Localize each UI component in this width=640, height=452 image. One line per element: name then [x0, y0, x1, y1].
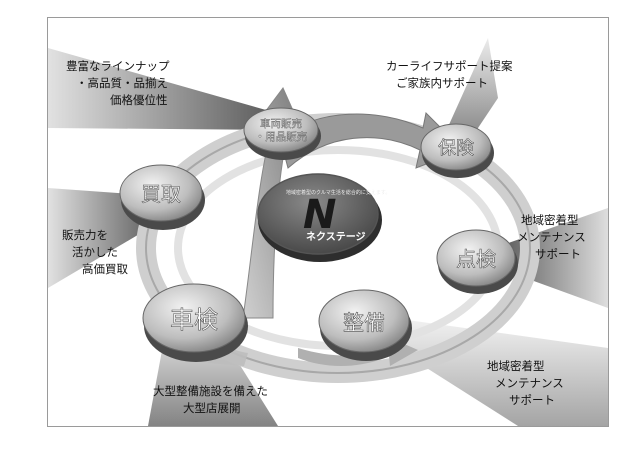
caption-seibi-line-2: メンテナンス [495, 376, 564, 390]
caption-kaitori-line-2: 活かした [72, 245, 118, 259]
logo-brand: ネクステージ [306, 231, 366, 243]
caption-shaken: 大型整備施設を備えた 大型店展開 [153, 383, 268, 417]
node-seibi: 整備 [318, 289, 412, 361]
node-tenken: 点検 [436, 229, 518, 294]
caption-tenken: 地域密着型 メンテナンス サポート [517, 212, 586, 263]
node-shaken-label: 車検 [170, 306, 218, 334]
caption-shaken-line-1: 大型整備施設を備えた [153, 384, 268, 398]
node-tenken-label: 点検 [456, 247, 496, 271]
node-shaken: 車検 [142, 283, 248, 362]
caption-tenken-line-1: 地域密着型 [521, 213, 579, 227]
caption-seibi-line-3: サポート [509, 393, 555, 407]
node-hoken-label: 保険 [438, 138, 474, 159]
caption-kaitori-line-1: 販売力を [62, 228, 108, 242]
caption-lineup-line-2: ・高品質・品揃え [76, 76, 168, 90]
caption-kaitori-line-3: 高価買取 [82, 262, 128, 276]
caption-lineup-line-1: 豊富なラインナップ [66, 59, 170, 73]
caption-seibi: 地域密着型 メンテナンス サポート [487, 358, 564, 409]
caption-tenken-line-2: メンテナンス [517, 230, 586, 244]
caption-carlife-line-2: ご家族内サポート [396, 76, 488, 90]
node-sales: 車両販売 ・用品販売 [243, 107, 321, 160]
node-kaitori: 買取 [119, 164, 205, 230]
logo-letter: N [303, 192, 336, 238]
logo-tagline: 地域密着型のクルマ生活を総合的に支えます。 [286, 189, 390, 196]
node-kaitori-label: 買取 [141, 182, 181, 206]
center-logo: N 地域密着型のクルマ生活を総合的に支えます。 ネクステージ [257, 173, 390, 262]
caption-seibi-line-1: 地域密着型 [487, 359, 545, 373]
business-cycle-diagram: N 地域密着型のクルマ生活を総合的に支えます。 ネクステージ 買取 車両販売 ・… [48, 38, 608, 426]
caption-lineup: 豊富なラインナップ ・高品質・品揃え 価格優位性 [66, 58, 170, 109]
caption-lineup-line-3: 価格優位性 [110, 93, 168, 107]
node-hoken: 保険 [420, 123, 494, 178]
node-sales-label-2: ・用品販売 [255, 130, 308, 143]
diagram-frame: N 地域密着型のクルマ生活を総合的に支えます。 ネクステージ 買取 車両販売 ・… [47, 17, 609, 427]
caption-shaken-line-2: 大型店展開 [183, 401, 241, 415]
caption-tenken-line-3: サポート [535, 247, 581, 261]
caption-kaitori: 販売力を 活かした 高価買取 [62, 227, 128, 278]
node-sales-label-1: 車両販売 [260, 117, 302, 130]
caption-carlife: カーライフサポート提案 ご家族内サポート [386, 58, 513, 92]
node-seibi-label: 整備 [343, 311, 385, 335]
caption-carlife-line-1: カーライフサポート提案 [386, 59, 513, 73]
